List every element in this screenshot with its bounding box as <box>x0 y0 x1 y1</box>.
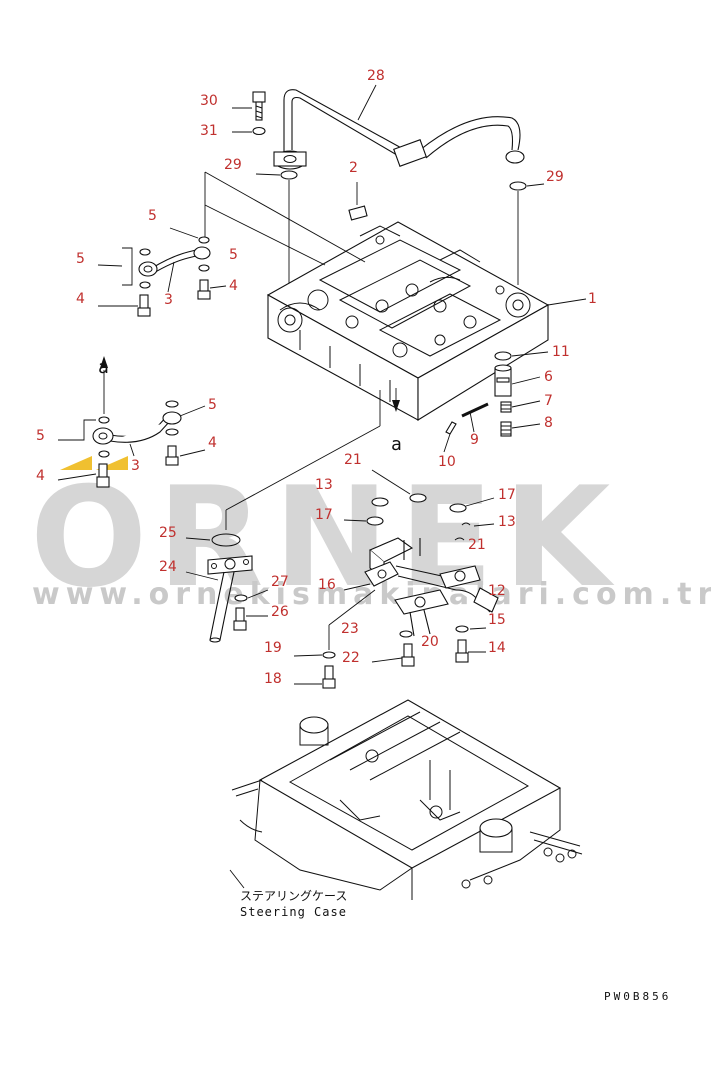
bolt-4-a <box>137 294 151 317</box>
o-ring-17-b <box>449 503 467 513</box>
callout-9: 9 <box>470 432 479 448</box>
callout-11: 11 <box>552 344 570 360</box>
callout-1: 1 <box>588 291 597 307</box>
callout-31: 31 <box>200 123 218 139</box>
pipe-3-upper <box>138 246 211 277</box>
callout-14: 14 <box>488 640 506 656</box>
callout-19: 19 <box>264 640 282 656</box>
callout-7: 7 <box>544 393 553 409</box>
pin-9 <box>461 402 489 418</box>
watermark: ORNEK www.ornekismakinalari.com.tr <box>30 456 711 618</box>
callout-21-a: 21 <box>344 452 362 468</box>
callout-5-d: 5 <box>208 397 217 413</box>
valve-body-1 <box>266 221 550 421</box>
callout-17-b: 17 <box>498 487 516 503</box>
callout-10: 10 <box>438 454 456 470</box>
steering-case <box>231 699 583 900</box>
washer-23 <box>399 630 413 638</box>
gasket-5-g <box>165 400 179 408</box>
callout-5-c: 5 <box>229 247 238 263</box>
callout-15: 15 <box>488 612 506 628</box>
view-marker-bottom: a <box>391 434 402 455</box>
callout-13-a: 13 <box>315 477 333 493</box>
gasket-5-f <box>98 450 110 458</box>
pipe-24 <box>207 533 253 643</box>
callout-4-a: 4 <box>76 291 85 307</box>
callout-17-a: 17 <box>315 507 333 523</box>
plug-2 <box>348 205 368 221</box>
bolt-4-b <box>197 279 211 300</box>
gasket-5-c <box>198 236 210 244</box>
callout-24: 24 <box>159 559 177 575</box>
view-arrow-center <box>225 388 400 530</box>
gasket-5-h <box>165 428 179 436</box>
steering-case-label-en: Steering Case <box>240 905 347 919</box>
o-ring-29-left <box>280 170 298 180</box>
o-ring-11 <box>494 351 512 361</box>
callout-21-b: 21 <box>468 537 486 553</box>
callout-3-b: 3 <box>131 458 140 474</box>
gasket-5-e <box>98 416 110 424</box>
callout-27: 27 <box>271 574 289 590</box>
bolt-18 <box>322 665 336 689</box>
callout-18: 18 <box>264 671 282 687</box>
callout-28: 28 <box>367 68 385 84</box>
bolt-26 <box>233 607 247 631</box>
callout-4-b: 4 <box>229 278 238 294</box>
view-marker-top: a <box>98 357 109 378</box>
callout-6: 6 <box>544 369 553 385</box>
o-ring-13-b <box>461 522 471 526</box>
bolt-4-d <box>165 445 179 466</box>
bolt-4-c <box>96 463 110 488</box>
watermark-brand: ORNEK <box>30 457 620 618</box>
callout-30: 30 <box>200 93 218 109</box>
gasket-21-b <box>454 537 465 541</box>
callout-2: 2 <box>349 160 358 176</box>
callout-3-a: 3 <box>164 292 173 308</box>
callout-20: 20 <box>421 634 439 650</box>
callout-4-d: 4 <box>36 468 45 484</box>
gasket-5-a <box>139 248 151 256</box>
callout-23: 23 <box>341 621 359 637</box>
callout-25: 25 <box>159 525 177 541</box>
callout-5-b: 5 <box>76 251 85 267</box>
spring-8 <box>500 421 512 437</box>
callout-13-b: 13 <box>498 514 516 530</box>
spring-7 <box>500 401 512 413</box>
callout-16: 16 <box>318 577 336 593</box>
callout-8: 8 <box>544 415 553 431</box>
pipe-28 <box>273 89 525 170</box>
gasket-5-b <box>139 281 151 289</box>
callout-29-left: 29 <box>224 157 242 173</box>
o-ring-17-a <box>366 516 384 526</box>
callout-26: 26 <box>271 604 289 620</box>
bolt-22 <box>401 643 415 667</box>
valve-6 <box>494 364 512 397</box>
o-ring-13-a <box>371 497 389 507</box>
o-ring-29-right <box>509 181 527 191</box>
callout-12: 12 <box>488 583 506 599</box>
steering-case-label-jp: ステアリングケース <box>240 889 347 903</box>
gasket-21-a <box>409 493 427 503</box>
callout-5-e: 5 <box>36 428 45 444</box>
manifold-16 <box>364 537 499 637</box>
washer-31 <box>252 126 266 136</box>
callout-labels: 30 31 28 29 2 29 5 5 5 3 4 4 1 11 6 7 8 … <box>36 68 597 687</box>
washer-15 <box>455 625 469 633</box>
washer-19 <box>322 651 336 659</box>
pipe-3-lower <box>92 411 182 445</box>
washer-27 <box>234 594 248 602</box>
callout-29-right: 29 <box>546 169 564 185</box>
callout-5-a: 5 <box>148 208 157 224</box>
view-arrow-left <box>100 356 108 414</box>
gasket-5-d <box>198 264 210 272</box>
drawing-code: PW0B856 <box>604 990 671 1003</box>
callout-4-c: 4 <box>208 435 217 451</box>
bolt-30 <box>252 91 266 121</box>
bolt-14 <box>455 639 469 663</box>
pin-10 <box>445 421 457 435</box>
callout-22: 22 <box>342 650 360 666</box>
